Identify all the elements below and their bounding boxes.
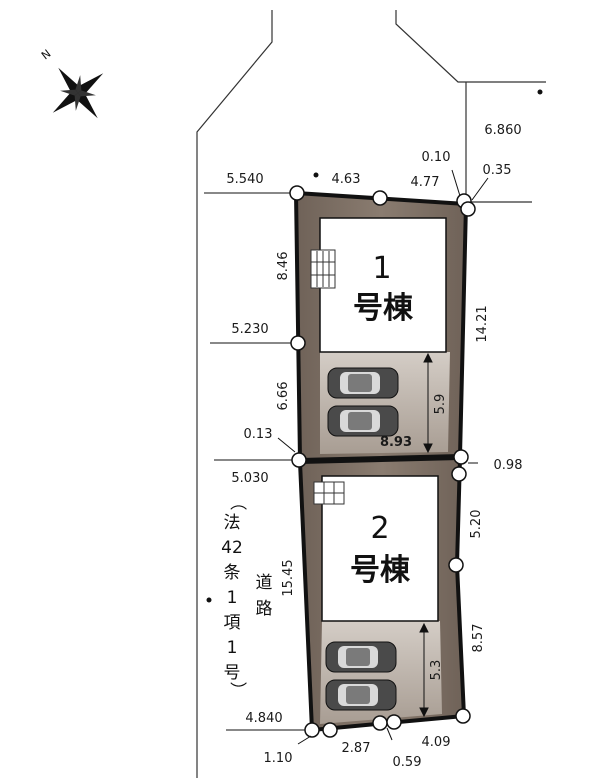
- boundary-marker: [460, 201, 476, 217]
- road-text-7: 号: [224, 663, 241, 683]
- surrounding-lines: [196, 10, 546, 778]
- boundary-marker: [290, 335, 306, 351]
- dim-offset-left: 0.13: [244, 427, 273, 442]
- lot-2-utility-box: [313, 481, 345, 505]
- compass: N: [39, 47, 104, 119]
- marker-dot: [206, 597, 212, 603]
- marker-dot: [313, 172, 319, 178]
- dim-bottom-d: 4.09: [422, 735, 451, 750]
- lot-2-label: 号棟: [350, 553, 411, 588]
- dim-offset-right: 0.98: [494, 458, 523, 473]
- dim-left-lower: 6.66: [276, 382, 291, 411]
- dim-right-far: 6.860: [484, 123, 521, 138]
- dim-road-bottom: 4.840: [245, 711, 282, 726]
- dim-road-top: 5.030: [231, 471, 268, 486]
- lot-2-parking-depth: 5.3: [429, 660, 444, 681]
- lot-1-parking-depth: 5.9: [433, 394, 448, 415]
- dim-right-side: 14.21: [475, 305, 490, 342]
- dim-side-road: 5.230: [231, 322, 268, 337]
- lot-1: 1 号棟 5.9: [294, 191, 468, 462]
- road-text-1: 法: [224, 513, 241, 533]
- boundary-markers: [289, 185, 476, 738]
- car-icon: [325, 679, 397, 711]
- car-icon: [325, 641, 397, 673]
- dim-corner-b: 0.35: [483, 163, 512, 178]
- road-text-2: 42: [221, 538, 243, 558]
- road-text-3: 条: [224, 563, 241, 583]
- dim-top-left-road: 5.540: [226, 172, 263, 187]
- boundary-marker: [291, 452, 307, 468]
- boundary-marker: [289, 185, 305, 201]
- dim-bottom-c: 0.59: [393, 755, 422, 770]
- boundary-marker: [448, 557, 464, 573]
- dim-left-upper: 8.46: [276, 252, 291, 281]
- road-name-2: 路: [256, 599, 273, 619]
- car-icon: [327, 367, 399, 399]
- lot-1-utility-box: [310, 249, 336, 289]
- boundary-marker: [372, 715, 388, 731]
- dim-bottom-a: 1.10: [264, 751, 293, 766]
- lot-2-number: 2: [370, 511, 389, 546]
- dim-shared: 8.93: [380, 435, 412, 450]
- boundary-marker: [304, 722, 320, 738]
- dim-corner-a: 0.10: [422, 150, 451, 165]
- lot-1-number: 1: [372, 251, 391, 286]
- dim-right-lower: 8.57: [471, 624, 486, 653]
- boundary-marker: [451, 466, 467, 482]
- road-text-4: 1: [227, 588, 238, 608]
- dimension-lines: [204, 169, 489, 745]
- lot-2: 2 号棟 5.3: [298, 456, 466, 732]
- marker-dot: [537, 89, 543, 95]
- lot-1-parking-dimension: [423, 352, 433, 454]
- boundary-marker: [386, 714, 402, 730]
- lot-1-house: [319, 217, 447, 353]
- lot-2-parking-dimension: [419, 622, 429, 718]
- dim-left-side: 15.45: [281, 559, 296, 596]
- car-icon: [327, 405, 399, 437]
- boundary-marker: [372, 190, 388, 206]
- road-text-5: 項: [224, 613, 241, 633]
- dim-top-a: 4.63: [332, 172, 361, 187]
- boundary-marker: [455, 708, 471, 724]
- lot-1-label: 号棟: [353, 291, 414, 326]
- road-text-6: 1: [227, 638, 238, 658]
- road-name-1: 道: [256, 573, 273, 593]
- dim-right-upper: 5.20: [469, 510, 484, 539]
- road-paren-open: （: [227, 494, 247, 511]
- road-label: （ 法 42 条 1 項 1 号 ） 道 路: [221, 494, 272, 699]
- dim-top-b: 4.77: [411, 175, 440, 190]
- dim-bottom-b: 2.87: [342, 741, 371, 756]
- boundary-marker: [322, 722, 338, 738]
- boundary-marker: [453, 449, 469, 465]
- road-paren-close: ）: [227, 682, 247, 699]
- compass-north-label: N: [39, 47, 53, 62]
